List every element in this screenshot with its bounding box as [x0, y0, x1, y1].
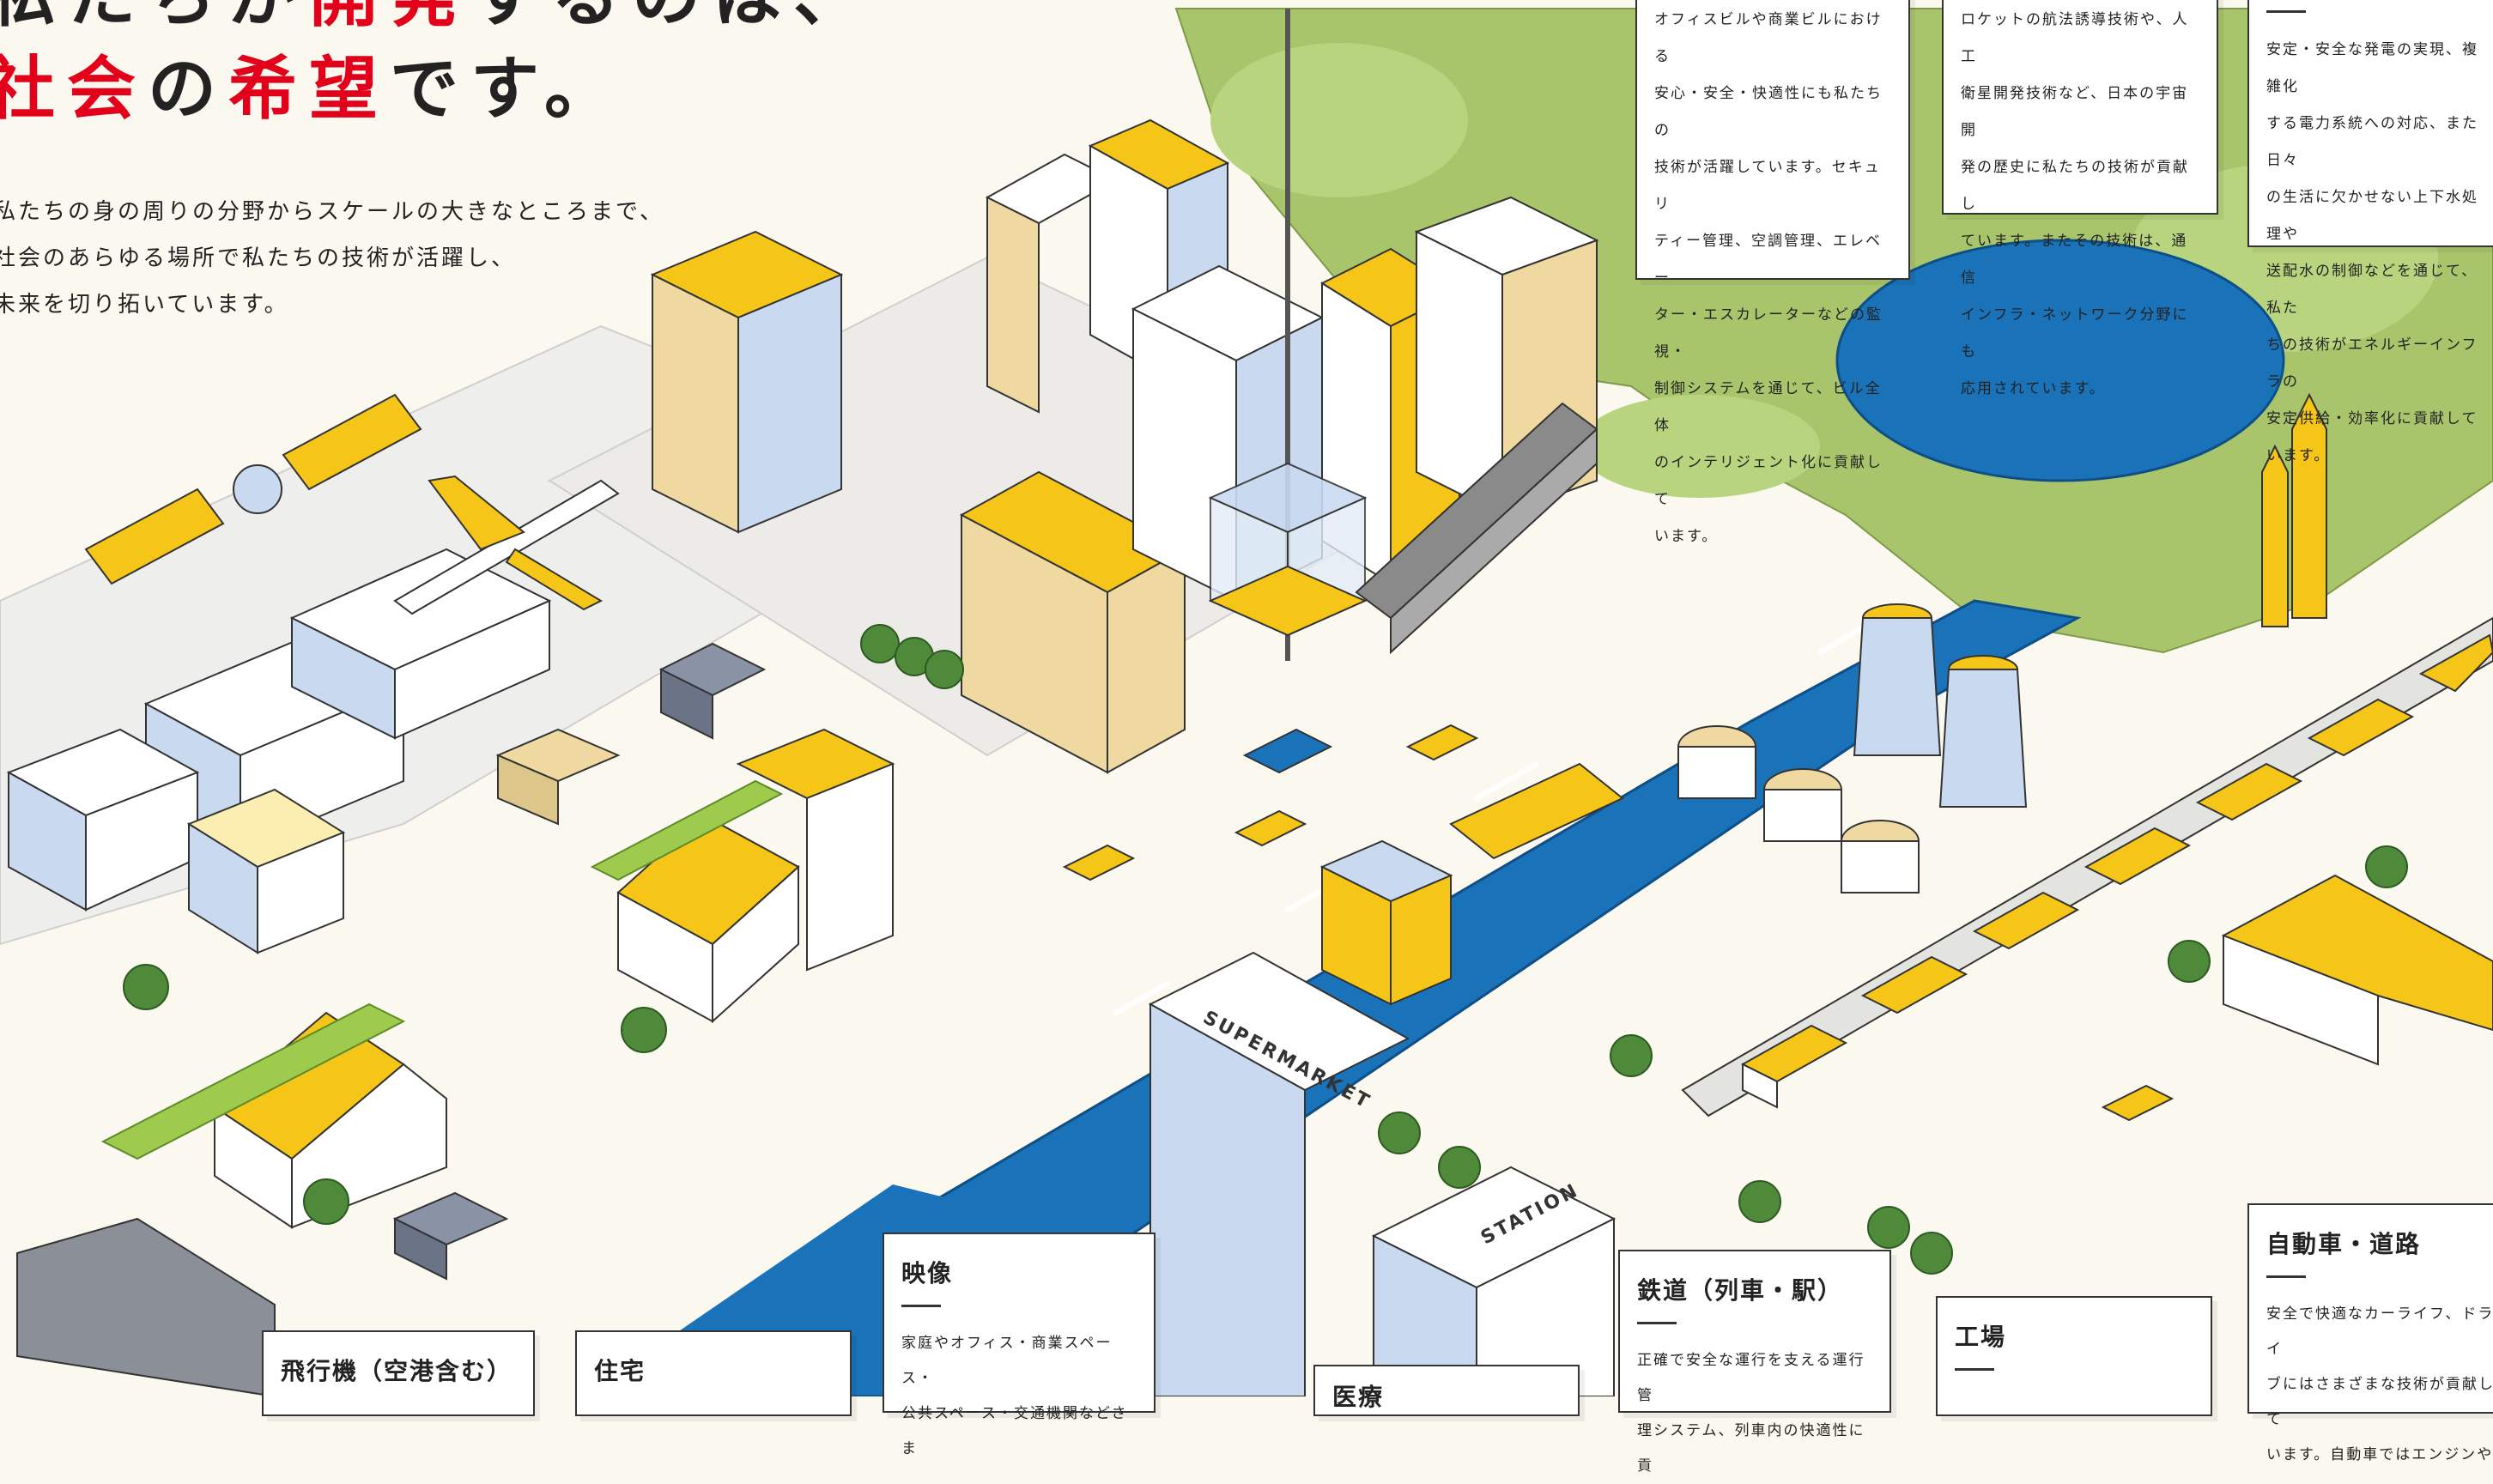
card-rule	[2266, 10, 2306, 13]
headline-highlight: 社会	[0, 49, 148, 129]
lead-line: 私たちの身の周りの分野からスケールの大きなところまで、	[0, 199, 664, 225]
card-rule	[1637, 1322, 1677, 1324]
card-text-line: 家庭やオフィス・商業スペース・	[901, 1335, 1113, 1387]
card-text-line: ター・エスカレーターなどの監視・	[1654, 306, 1883, 360]
station-building	[1371, 762, 1624, 1396]
card-building[interactable]: オフィスビルや商業ビルにおける 安心・安全・快適性にも私たちの 技術が活躍してい…	[1635, 0, 1910, 545]
card-title: 鉄道（列車・駅）	[1637, 1276, 1844, 1305]
card-text-line: 送配水の制御などを通じて、私た	[2266, 263, 2478, 317]
lead-line: 社会のあらゆる場所で私たちの技術が活躍し、	[0, 245, 517, 271]
card-space[interactable]: ロケットの航法誘導技術や、人工 衛星開発技術など、日本の宇宙開 発の歴史に私たち…	[1942, 0, 2218, 397]
card-text-line: インフラ・ネットワーク分野にも	[1961, 306, 2189, 360]
headline-text: するのは、	[470, 0, 874, 36]
card-housing[interactable]: 住宅	[575, 1330, 852, 1416]
card-title: 映像	[901, 1259, 954, 1287]
card-text-line: 安全で快適なカーライフ、ドライ	[2266, 1305, 2493, 1358]
card-text-line: 正確で安全な運行を支える運行管	[1637, 1352, 1865, 1404]
card-video[interactable]: 映像 家庭やオフィス・商業スペース・ 公共スペース・交通機関などさま	[883, 1233, 1156, 1457]
left-low-buildings	[6, 548, 552, 954]
card-medical[interactable]: 医療	[1313, 1365, 1580, 1416]
airplane-icon	[393, 475, 620, 615]
lead-paragraph: 私たちの身の周りの分野からスケールの大きなところまで、 社会のあらゆる場所で私た…	[0, 189, 664, 328]
card-rule	[901, 1305, 941, 1307]
card-text-line: 制御システムを通じて、ビル全体	[1654, 380, 1882, 434]
card-text-line: ロケットの航法誘導技術や、人工	[1961, 11, 2189, 65]
card-text-line: 公共スペース・交通機関などさま	[901, 1405, 1128, 1457]
card-text-line: ちの技術がエネルギーインフラの	[2266, 336, 2478, 391]
trucks	[392, 642, 767, 1281]
card-title: 飛行機（空港含む）	[281, 1357, 513, 1385]
card-text-line: オフィスビルや商業ビルにおける	[1654, 11, 1883, 65]
card-text-line: 発の歴史に私たちの技術が貢献し	[1961, 159, 2189, 213]
trees	[123, 624, 2408, 1275]
card-text-line: する電力系統への対応、また日々	[2266, 115, 2478, 169]
card-title: 住宅	[594, 1357, 646, 1385]
river	[598, 599, 2082, 1396]
headline-text: 私たちが	[0, 0, 309, 36]
card-text-line: 応用されています。	[1961, 380, 2106, 397]
card-text-line: の生活に欠かせない上下水処理や	[2266, 189, 2478, 243]
escalator	[1355, 402, 1598, 655]
card-text-line: ティー管理、空調管理、エレベー	[1654, 233, 1882, 287]
card-text-line: います。	[1654, 528, 1719, 545]
elevated-railway	[1681, 616, 2493, 1118]
skyscrapers	[650, 118, 1599, 774]
lake	[1835, 239, 2285, 482]
card-rule	[2266, 1275, 2306, 1278]
card-text-line: 安心・安全・快適性にも私たちの	[1654, 85, 1883, 139]
card-text-line: 技術が活躍しています。セキュリ	[1654, 159, 1881, 213]
supermarket-building	[1148, 839, 1453, 1396]
card-title: 工場	[1955, 1323, 2007, 1351]
elevator-shaft	[1208, 9, 1368, 661]
card-text-line: 安定・安全な発電の実現、複雑化	[2266, 41, 2478, 95]
hedges	[100, 779, 784, 1160]
warship-icon	[16, 1217, 276, 1396]
card-text-line: 理システム、列車内の快適性に貢	[1637, 1422, 1865, 1475]
headline-text: の	[148, 49, 228, 129]
card-energy[interactable]: 安定・安全な発電の実現、複雑化 する電力系統への対応、また日々 の生活に欠かせな…	[2247, 0, 2493, 464]
cars	[1062, 724, 2175, 1122]
card-factory[interactable]: 工場	[1936, 1296, 2212, 1416]
card-text-line: のインテリジェント化に貢献して	[1654, 454, 1883, 508]
card-railway[interactable]: 鉄道（列車・駅） 正確で安全な運行を支える運行管 理システム、列車内の快適性に貢	[1618, 1250, 1891, 1475]
card-text-line: ています。またその技術は、通信	[1961, 233, 2188, 287]
forest-canopy-3	[1580, 395, 1820, 498]
headline-text: です。	[390, 49, 625, 129]
factory-building	[2221, 874, 2493, 1066]
card-automotive[interactable]: 自動車・道路 安全で快適なカーライフ、ドライ ブにはさまざまな技術が貢献して い…	[2247, 1203, 2493, 1463]
forest-canopy-1	[1210, 43, 1468, 197]
card-aircraft[interactable]: 飛行機（空港含む）	[262, 1330, 535, 1416]
card-text-line: います。自動車ではエンジンや	[2266, 1446, 2493, 1463]
headline-highlight: 開発	[309, 0, 470, 36]
card-rule	[1955, 1368, 1994, 1371]
card-title: 自動車・道路	[2266, 1230, 2422, 1258]
lead-line: 未来を切り拓いています。	[0, 292, 289, 318]
card-text-line: 衛星開発技術など、日本の宇宙開	[1961, 85, 2189, 139]
river-ripples	[1113, 621, 1874, 1015]
house-middle	[616, 728, 895, 1024]
rockets	[2261, 392, 2327, 627]
card-text-line: 安定供給・効率化に貢献しています。	[2266, 410, 2478, 464]
headline-highlight: 希望	[228, 49, 390, 129]
satellite-icon	[84, 393, 422, 585]
card-title: 医療	[1332, 1383, 1385, 1411]
headline-line-1: 私たちが開発するのは、	[0, 0, 874, 31]
headline-line-2: 社会の希望です。	[0, 55, 625, 124]
power-plant	[1677, 603, 2028, 893]
card-text-line: ブにはさまざまな技術が貢献して	[2266, 1376, 2493, 1428]
